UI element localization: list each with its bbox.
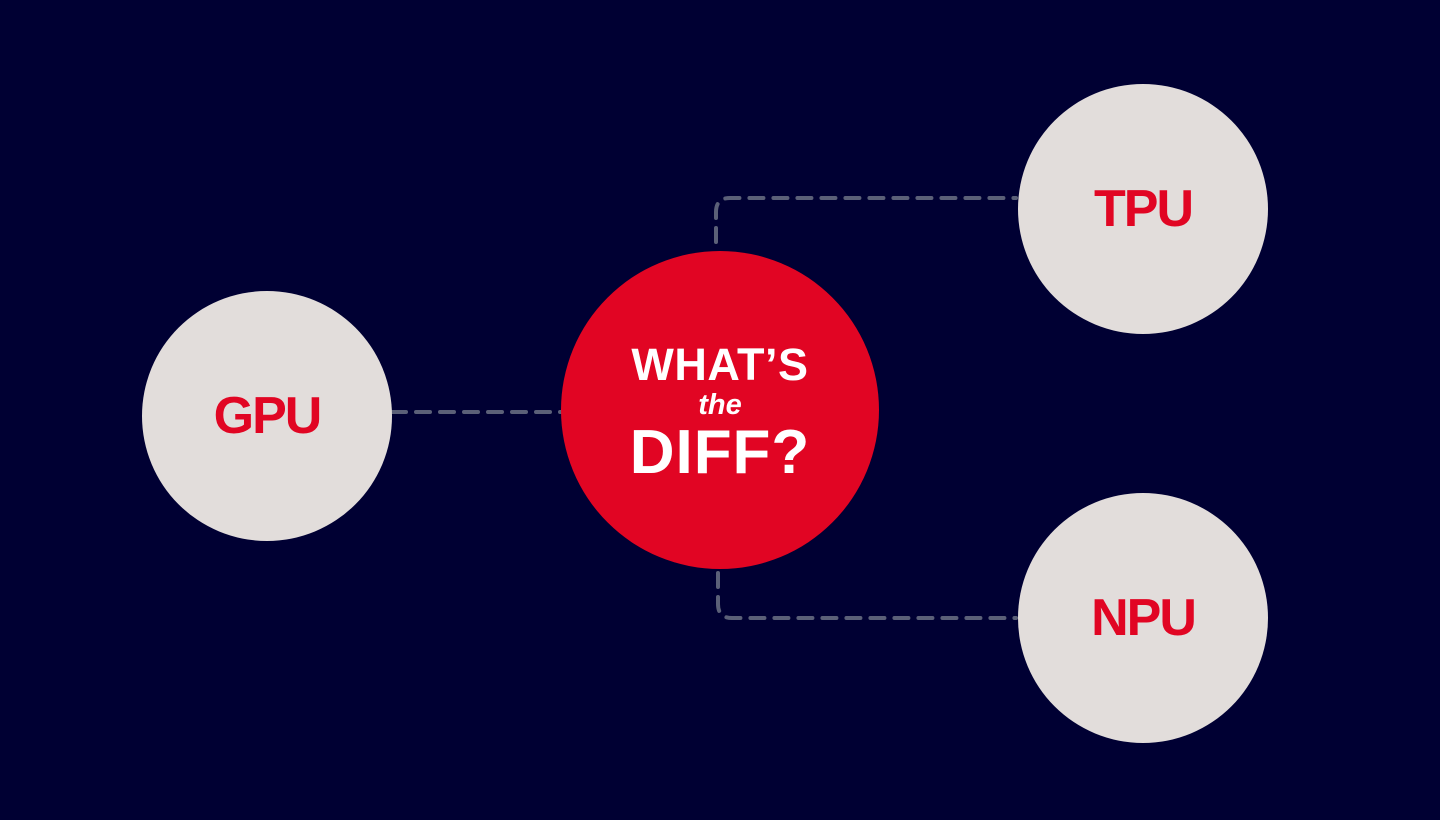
connector-npu [716, 571, 1018, 620]
tpu-label: TPU [1094, 180, 1194, 238]
gpu-node: GPU [142, 291, 392, 541]
center-title-line3: DIFF? [629, 417, 811, 487]
center-node: WHAT’S the DIFF? [561, 251, 879, 569]
npu-label: NPU [1091, 589, 1197, 647]
gpu-label: GPU [213, 387, 323, 445]
tpu-node: TPU [1018, 84, 1268, 334]
npu-node: NPU [1018, 493, 1268, 743]
connector-tpu [714, 196, 1018, 244]
center-title-line2: the [698, 388, 742, 421]
center-title-line1: WHAT’S [631, 338, 809, 390]
